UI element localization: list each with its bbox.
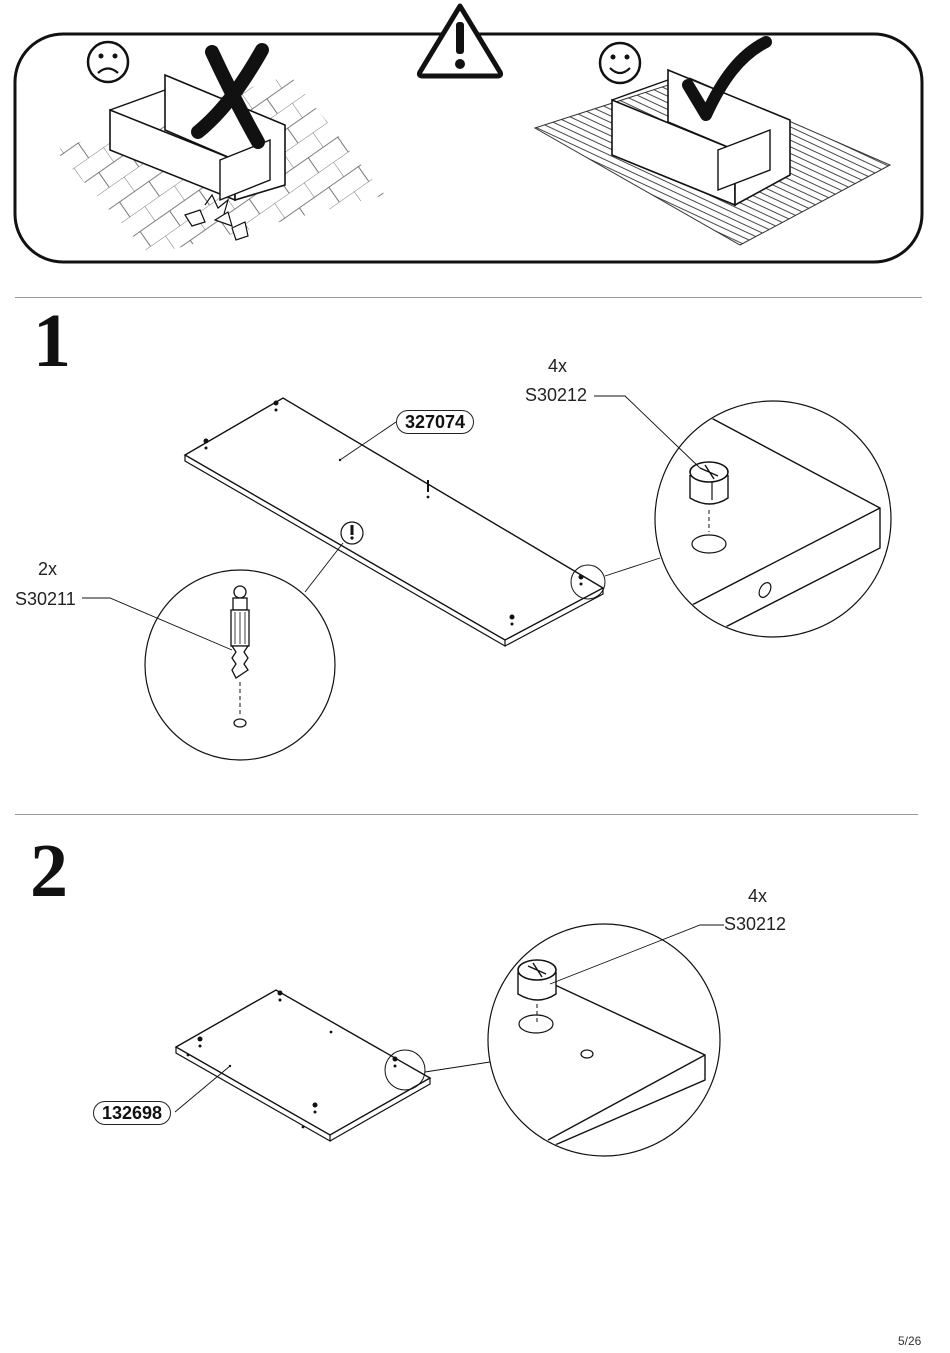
step-2-panel-drawing <box>175 990 490 1141</box>
step-1-panel-code: 327074 <box>396 410 474 434</box>
step-1-dowel-detail <box>82 570 335 760</box>
step-2-number: 2 <box>30 833 68 909</box>
step-2-panel-code: 132698 <box>93 1101 171 1125</box>
sad-face-icon <box>88 42 128 82</box>
step-1-dowel-code: S30211 <box>15 589 76 610</box>
page-number: 5/26 <box>898 1334 921 1348</box>
section-divider <box>15 814 918 815</box>
section-divider <box>15 297 922 298</box>
step-1-dowel-qty: 2x <box>38 559 57 580</box>
step-1-number: 1 <box>33 303 71 379</box>
step-2-cam-lock-detail <box>488 924 724 1156</box>
step-1-cam-lock-detail <box>594 396 891 640</box>
step-2-cam-code: S30212 <box>724 914 786 935</box>
step-2-cam-qty: 4x <box>748 886 767 907</box>
step-1-cam-qty: 4x <box>548 356 567 377</box>
step-1-cam-code: S30212 <box>525 385 587 406</box>
exclamation-triangle-icon <box>419 6 500 76</box>
smiley-face-icon <box>600 43 640 83</box>
